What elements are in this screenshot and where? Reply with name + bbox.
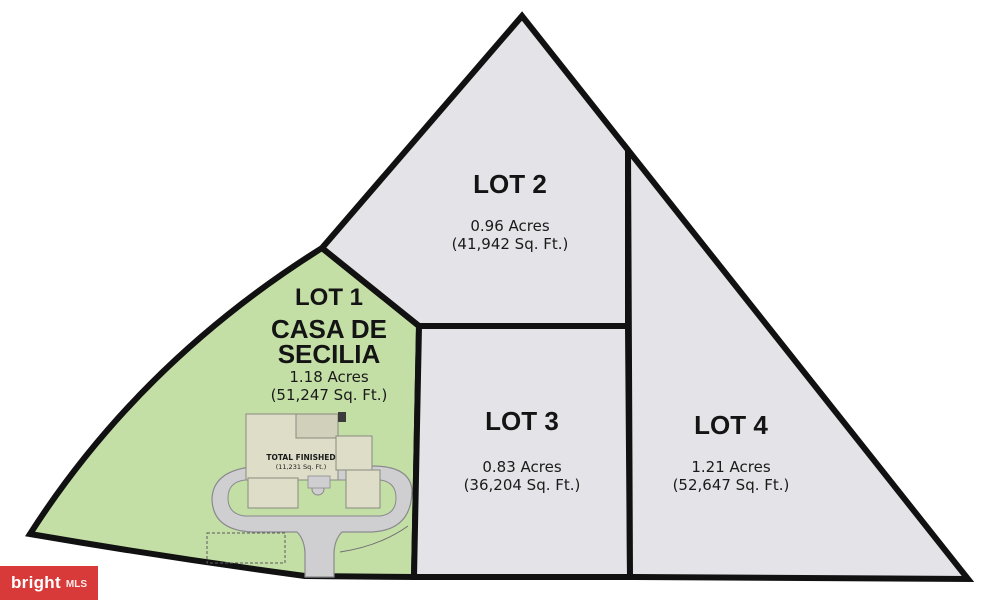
lot-3-acres: 0.83 Acres [482,458,561,476]
lot-1-sqft: (51,247 Sq. Ft.) [271,386,388,404]
lot-2-acres: 0.96 Acres [470,217,549,235]
lot-1-name-line-1: CASA DE [271,314,387,344]
lot-1-labels: LOT 1 CASA DE SECILIA 1.18 Acres (51,247… [271,284,388,404]
house-label: TOTAL FINISHED [266,453,335,462]
house-footprint [245,412,381,509]
lot-4-sqft: (52,647 Sq. Ft.) [673,476,790,494]
lot-4-title: LOT 4 [694,410,768,440]
lot-4-acres: 1.21 Acres [691,458,770,476]
lot-1-name-line-2: SECILIA [278,339,381,369]
lot-2-title: LOT 2 [473,169,547,199]
lot-3-labels: LOT 3 0.83 Acres (36,204 Sq. Ft.) [464,406,581,494]
lot-4-labels: LOT 4 1.21 Acres (52,647 Sq. Ft.) [673,410,790,494]
footpath [339,525,409,553]
lot-3-sqft: (36,204 Sq. Ft.) [464,476,581,494]
lot-4-parcel [624,141,975,583]
lot-3-title: LOT 3 [485,406,559,436]
lot-3-parcel [410,323,634,580]
lot-2-labels: LOT 2 0.96 Acres (41,942 Sq. Ft.) [452,169,569,253]
parking-outline [206,532,286,564]
house-sqft: (11,231 Sq. Ft.) [276,463,327,471]
watermark-brand: bright [10,573,61,592]
lot-2-sqft: (41,942 Sq. Ft.) [452,235,569,253]
house-labels: TOTAL FINISHED (11,231 Sq. Ft.) [266,453,335,471]
lot-1-acres: 1.18 Acres [289,368,368,386]
bright-mls-watermark: bright MLS [0,566,98,600]
lot-1-title: LOT 1 [295,284,363,311]
watermark-mls: MLS [65,579,88,590]
